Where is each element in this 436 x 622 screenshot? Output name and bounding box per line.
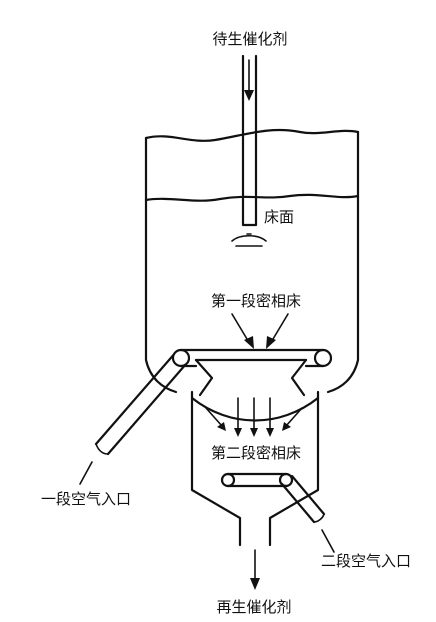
second-bed-arrow-5-head [282,422,291,431]
primary-air-pipe-end [95,443,109,455]
first-bed-arrow-left-head [244,336,254,349]
secondary-air-pipe-end [313,513,325,523]
primary-ring-right-circle [313,348,333,368]
label-first-dense-bed: 第一段密相床 [211,292,301,310]
primary-ring-left-circle [171,348,191,368]
second-bed-arrow-1-head [234,428,242,437]
primary-air-leader [79,461,93,485]
primary-air-pipe [94,350,188,456]
label-regenerated-catalyst: 再生催化剂 [216,598,291,616]
label-spent-catalyst: 待生催化剂 [212,30,287,48]
label-secondary-air-inlet: 二段空气入口 [321,552,411,570]
upper-vessel-right-wall [326,130,360,394]
label-primary-air-inlet: 一段空气入口 [41,490,131,508]
second-bed-arrow-4-head [217,422,226,431]
secondary-air-pipe [280,474,326,524]
lower-vessel-left-wall [190,390,242,547]
label-bed-surface: 床面 [264,208,294,226]
second-bed-arrow-4 [205,407,223,427]
lower-vessel-right-wall [268,390,320,547]
first-bed-arrow-right-head [266,336,276,349]
spent-catalyst-pipe [241,54,258,227]
vessel-top-wave [144,128,360,142]
upper-vessel-left-wall [144,136,178,394]
spent-catalyst-arrow-head [244,90,254,101]
secondary-air-leader [321,529,335,553]
bed-surface-line [144,193,360,202]
regenerated-arrow-head [250,578,260,590]
inner-funnel-right [290,358,308,397]
secondary-ring-left-circle [220,472,236,488]
first-bed-bottom-curve [190,396,320,422]
distributor-cap [231,233,267,247]
label-second-dense-bed: 第二段密相床 [211,444,301,462]
second-bed-arrow-5 [285,407,303,427]
inner-funnel-left [194,358,214,397]
second-bed-arrow-2-head [250,428,258,437]
second-bed-arrow-3-head [266,428,274,437]
